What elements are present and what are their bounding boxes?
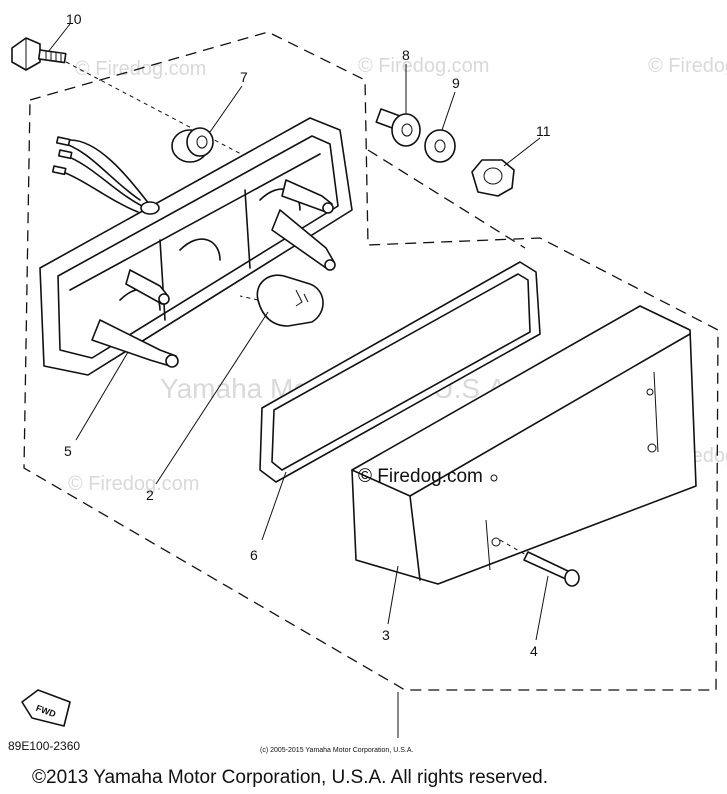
leader-lines [47, 23, 549, 738]
small-copyright: (c) 2005-2015 Yamaha Motor Corporation, … [260, 747, 413, 754]
callout-4: 4 [530, 643, 538, 659]
callout-6: 6 [250, 547, 258, 563]
gasket-part [259, 261, 541, 483]
assembly-boundary [23, 31, 719, 691]
callout-8: 8 [402, 47, 410, 63]
bolt-part [11, 37, 301, 186]
watermark-firedog: © Firedog.com [68, 473, 199, 495]
callout-10: 10 [66, 11, 82, 27]
footer-copyright: ©2013 Yamaha Motor Corporation, U.S.A. A… [32, 767, 548, 788]
callout-labels: 10 7 8 9 11 5 2 6 3 4 [64, 11, 551, 659]
watermark-firedog: © Firedog.com [648, 55, 727, 77]
callout-7: 7 [240, 69, 248, 85]
lens-part [351, 305, 697, 585]
callout-3: 3 [382, 627, 390, 643]
callout-9: 9 [452, 75, 460, 91]
watermark-firedog: © Firedog.com [358, 55, 489, 77]
lamp-housing-part [39, 117, 353, 376]
collar-part [375, 108, 421, 147]
washer-part [424, 129, 456, 163]
callout-5: 5 [64, 443, 72, 459]
bulb-part [239, 274, 324, 327]
assembly-boundary [367, 149, 526, 249]
fwd-arrow-icon: FWD [21, 689, 71, 727]
nut-part [471, 159, 515, 197]
diagram-code: 89E100-2360 [8, 739, 80, 753]
watermark-firedog-bold: © Firedog.com [358, 466, 483, 487]
grommet-part [171, 127, 214, 163]
callout-2: 2 [146, 487, 154, 503]
callout-11: 11 [536, 123, 551, 139]
screw-part [499, 539, 580, 587]
